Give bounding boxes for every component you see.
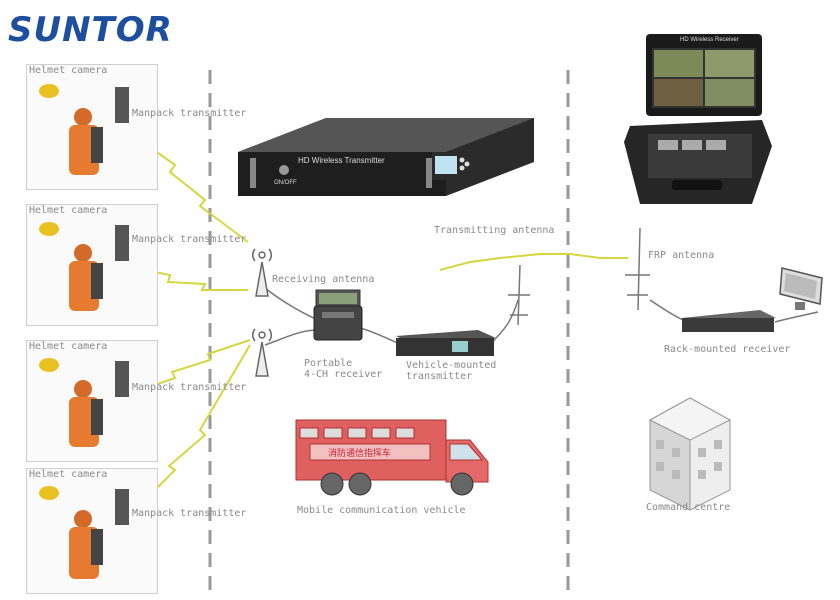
frp-antenna-mast xyxy=(625,227,650,311)
fire-truck xyxy=(295,419,489,496)
firefighter-figure xyxy=(39,84,129,175)
transmitting-antenna-mast xyxy=(508,264,530,326)
frp-antenna-label: FRP antenna xyxy=(648,250,715,261)
firefighter-panel-4: Helmet camera xyxy=(26,468,158,594)
monitor-icon xyxy=(779,267,823,310)
power-button-label: ON/OFF xyxy=(274,180,297,186)
manpack-transmitter-label: Manpack transmitter xyxy=(132,382,247,393)
firefighter-panel-3: Helmet camera xyxy=(26,340,158,462)
receiver-case-body xyxy=(624,34,772,204)
firefighter-panel-1: Helmet camera xyxy=(26,64,158,190)
helmet-camera-label: Helmet camera xyxy=(29,469,108,480)
receiving-antenna-label: Receiving antenna xyxy=(272,274,375,285)
transmitter-title: HD Wireless Transmitter xyxy=(298,156,385,165)
portable-receiver-label: Portable 4-CH receiver xyxy=(304,358,383,380)
command-centre-label: Command centre xyxy=(646,502,731,513)
helmet-camera-label: Helmet camera xyxy=(29,65,108,76)
helmet-camera-label: Helmet camera xyxy=(29,205,108,216)
firefighter-figure xyxy=(39,486,129,579)
wireless-links xyxy=(134,139,628,506)
portable-receiver-case xyxy=(313,289,363,341)
receiving-antenna-1 xyxy=(251,248,273,297)
helmet-camera-label: Helmet camera xyxy=(29,341,108,352)
manpack-transmitter-label: Manpack transmitter xyxy=(132,108,247,119)
firefighter-figure xyxy=(39,358,129,447)
command-centre-building xyxy=(648,397,732,511)
transmitting-antenna-label: Transmitting antenna xyxy=(434,225,555,236)
vehicle-transmitter-box xyxy=(396,330,496,356)
vehicle-transmitter-label: Vehicle-mounted transmitter xyxy=(406,360,497,382)
suntor-logo: SUNTOR xyxy=(8,10,173,50)
manpack-transmitter-label: Manpack transmitter xyxy=(132,508,247,519)
rack-chassis xyxy=(238,118,534,196)
receiving-antenna-2 xyxy=(251,328,273,377)
portable-receiver-photo: HD Wireless Receiver xyxy=(622,30,772,208)
hd-wireless-transmitter-unit: HD Wireless Transmitter ON/OFF xyxy=(236,112,536,196)
mobile-vehicle-label: Mobile communication vehicle xyxy=(297,505,466,516)
truck-side-text: 消防通信指挥车 xyxy=(328,449,392,459)
rack-receiver-label: Rack-mounted receiver xyxy=(664,344,791,355)
firefighter-figure xyxy=(39,222,129,311)
manpack-transmitter-label: Manpack transmitter xyxy=(132,234,247,245)
firefighter-panel-2: Helmet camera xyxy=(26,204,158,326)
rack-receiver-box xyxy=(682,310,776,332)
receiver-title: HD Wireless Receiver xyxy=(680,37,739,43)
